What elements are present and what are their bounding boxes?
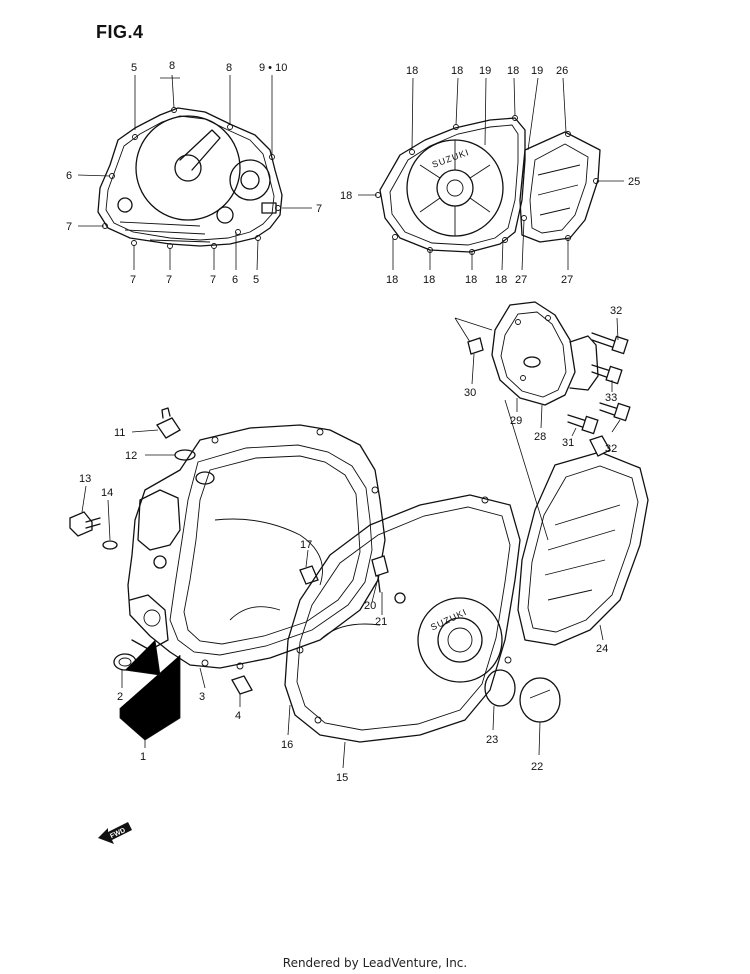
part-callout-18: 18 — [465, 274, 477, 286]
part-callout-20: 20 — [364, 600, 376, 612]
part-callout-24: 24 — [596, 643, 608, 655]
callouts-sprocket-group: 32 33 32 30 29 28 31 — [464, 305, 622, 455]
generator-cover-large[interactable]: SUZUKI — [284, 494, 521, 743]
part-callout-11: 11 — [114, 427, 125, 439]
part-callout-14: 14 — [101, 487, 113, 499]
sprocket-cover-large[interactable] — [517, 435, 649, 646]
part-callout-25: 25 — [628, 176, 640, 188]
inspection-cap[interactable] — [484, 669, 561, 723]
footer-credit: Rendered by LeadVenture, Inc. — [282, 956, 468, 970]
part-callout-4: 4 — [235, 710, 241, 722]
part-callout-18: 18 — [340, 190, 352, 202]
part-callout-23: 23 — [486, 734, 498, 746]
oil-filler-cap[interactable] — [156, 407, 215, 485]
part-callout-29: 29 — [510, 415, 522, 427]
clutch-cover-small[interactable] — [97, 107, 283, 249]
forward-arrow-icon: FWD — [98, 822, 132, 844]
crankcase-cover-large[interactable] — [127, 424, 386, 670]
part-callout-31: 31 — [562, 437, 574, 449]
part-callout-19: 19 — [531, 65, 543, 77]
part-callout-6: 6 — [232, 274, 238, 286]
part-callout-15: 15 — [336, 772, 348, 784]
part-callout-26: 26 — [556, 65, 568, 77]
part-callout-7: 7 — [130, 274, 136, 286]
part-callout-7: 7 — [316, 203, 322, 215]
part-callout-9-10: 9 • 10 — [259, 62, 287, 74]
part-callout-16: 16 — [281, 739, 293, 751]
part-callout-19: 19 — [479, 65, 491, 77]
callouts-main-assembly: 11 12 13 14 17 20 21 2 1 3 4 16 15 23 22… — [79, 427, 608, 784]
callouts-clutch-cover: 5 8 8 9 • 10 6 7 7 7 7 7 6 5 — [66, 60, 322, 286]
part-callout-12: 12 — [125, 450, 137, 462]
part-callout-7: 7 — [66, 221, 72, 233]
part-callout-21: 21 — [375, 616, 387, 628]
part-callout-18: 18 — [406, 65, 418, 77]
part-callout-5: 5 — [253, 274, 259, 286]
callouts-generator-cover: 18 18 19 18 19 26 25 18 18 18 18 18 27 2… — [340, 65, 640, 286]
part-callout-22: 22 — [531, 761, 543, 773]
part-callout-7: 7 — [166, 274, 172, 286]
part-callout-7: 7 — [210, 274, 216, 286]
part-callout-6: 6 — [66, 170, 72, 182]
part-callout-32: 32 — [610, 305, 622, 317]
figure-title: FIG.4 — [96, 22, 144, 42]
part-callout-13: 13 — [79, 473, 91, 485]
part-callout-8: 8 — [226, 62, 232, 74]
part-callout-18: 18 — [451, 65, 463, 77]
drain-plug[interactable] — [69, 511, 118, 550]
part-callout-8: 8 — [169, 60, 175, 72]
part-callout-28: 28 — [534, 431, 546, 443]
part-callout-30: 30 — [464, 387, 476, 399]
sprocket-housing[interactable] — [454, 301, 631, 435]
part-callout-18: 18 — [495, 274, 507, 286]
part-callout-18: 18 — [386, 274, 398, 286]
sprocket-cover-small[interactable] — [519, 131, 601, 243]
svg-text:FWD: FWD — [109, 827, 126, 840]
part-callout-33: 33 — [605, 392, 617, 404]
part-callout-3: 3 — [199, 691, 205, 703]
part-callout-2: 2 — [117, 691, 123, 703]
part-callout-18: 18 — [423, 274, 435, 286]
part-callout-17: 17 — [300, 539, 312, 551]
brand-text-small-cover: SUZUKI — [431, 147, 471, 170]
part-callout-5: 5 — [131, 62, 137, 74]
part-callout-27: 27 — [515, 274, 527, 286]
part-callout-18: 18 — [507, 65, 519, 77]
part-callout-27: 27 — [561, 274, 573, 286]
part-callout-1: 1 — [140, 751, 146, 763]
generator-cover-small[interactable]: SUZUKI — [375, 115, 526, 255]
part-callout-32: 32 — [605, 443, 617, 455]
